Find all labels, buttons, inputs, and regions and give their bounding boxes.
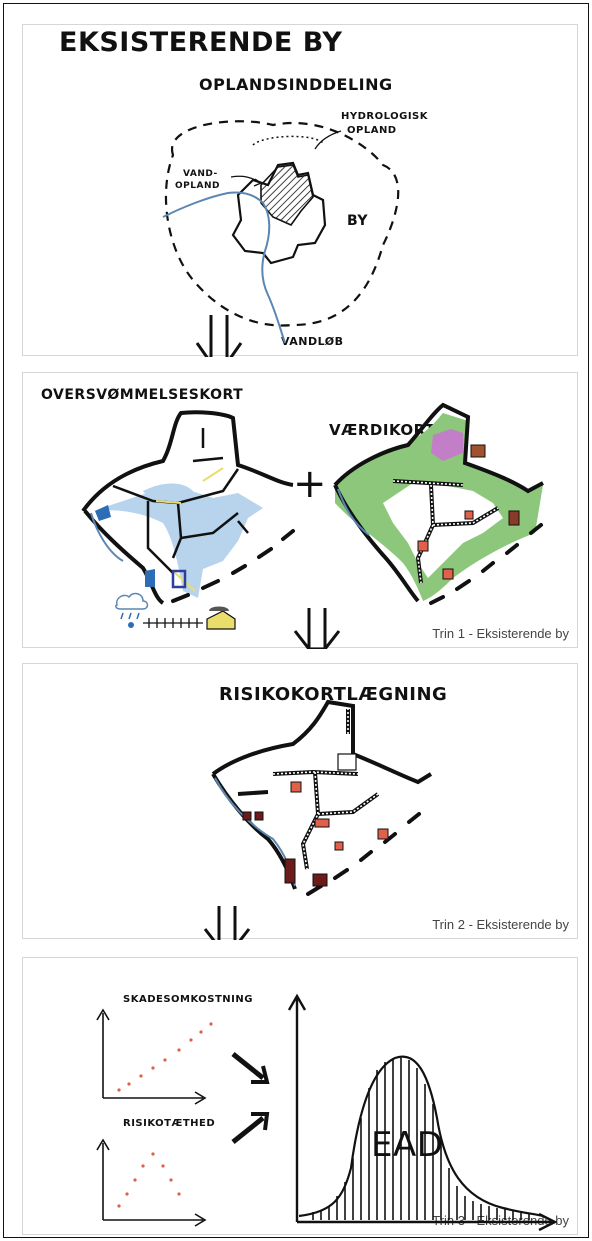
- risk-building-red-3: [377, 828, 389, 840]
- river-value: [337, 488, 370, 536]
- flood-map-coast: [83, 509, 165, 605]
- panel-risikokortlaegning: RISIKOKORTLÆGNING Trin 2 - Eksisterende …: [22, 663, 578, 940]
- main-title: EKSISTERENDE BY: [59, 27, 343, 58]
- title-risikokortlaegning: RISIKOKORTLÆGNING: [219, 684, 448, 705]
- title-vaerdikort: VÆRDIKORT: [329, 421, 436, 439]
- risk-building-red-1: [290, 781, 302, 793]
- catchment-boundary: [164, 120, 400, 327]
- damage-cost-points: [117, 1022, 213, 1092]
- ead-sketch: [96, 993, 558, 1232]
- caption-trin-2: Trin 2 - Eksisterende by: [432, 917, 569, 932]
- building-red-1: [417, 540, 429, 552]
- risk-building-outline: [337, 753, 357, 771]
- caption-trin-1: Trin 1 - Eksisterende by: [432, 626, 569, 641]
- river: [162, 191, 286, 344]
- ead-label: EAD: [367, 1126, 448, 1164]
- flood-dark-3: [171, 569, 187, 589]
- label-by: BY: [347, 213, 369, 229]
- city-map-outline-value: [333, 402, 544, 494]
- label-hydrologisk: HYDROLOGISK: [341, 111, 429, 122]
- subtitle-oplandsinddeling: OPLANDSINDDELING: [199, 75, 393, 94]
- label-vand: VAND-: [183, 169, 218, 179]
- plus-sign: +: [293, 461, 328, 507]
- panel-ead: SKADESOMKOSTNING RISIKOTÆTHED EAD Trin 3…: [22, 957, 578, 1235]
- double-arrow-down-2: [293, 608, 341, 649]
- risk-map-sketch: [203, 699, 433, 940]
- arrow-to-ead-bottom: [231, 1112, 270, 1144]
- city-map-outline-risk: [211, 699, 433, 785]
- double-arrow-down-1: [195, 315, 243, 357]
- risk-building-dark-2: [312, 873, 328, 887]
- flood-dark-2: [145, 569, 155, 587]
- label-risikotaethed: RISIKOTÆTHED: [123, 1118, 216, 1129]
- rain-cloud-icon: [115, 592, 149, 628]
- risk-density-points: [117, 1152, 181, 1208]
- value-streets-dashed: [392, 480, 499, 584]
- river-flood: [90, 512, 124, 562]
- panel-flood-and-value-maps: OVERSVØMMELSESKORT VÆRDIKORT + Trin 1 - …: [22, 372, 578, 649]
- risk-density-axes: [96, 1138, 207, 1227]
- risk-streets-dashed: [272, 709, 379, 870]
- risk-building-red-2: [314, 818, 330, 828]
- city-map-outline-flood: [81, 410, 294, 513]
- label-skadesomkostning: SKADESOMKOSTNING: [123, 994, 253, 1005]
- fence-icon: [143, 618, 203, 628]
- panel-oplandsinddeling: EKSISTERENDE BY OPLANDSINDDELING HYDROLO…: [22, 24, 578, 357]
- hydrological-boundary: [252, 135, 324, 146]
- storm-house-icon: [206, 606, 236, 630]
- water-catchment: [260, 164, 314, 226]
- flood-area-2: [143, 483, 193, 503]
- label-vand-opland: OPLAND: [175, 181, 220, 191]
- value-white-area: [383, 483, 503, 578]
- building-red-2: [442, 568, 454, 580]
- risk-building-dark-3: [242, 811, 252, 821]
- risk-building-red-4: [334, 841, 344, 851]
- flood-dark-1: [95, 505, 111, 521]
- title-oversvommelseskort: OVERSVØMMELSESKORT: [41, 387, 244, 403]
- risk-building-dark-1: [284, 858, 296, 884]
- damage-cost-axes: [96, 1008, 207, 1105]
- building-brown-2: [508, 510, 520, 526]
- risk-building-dark-4: [254, 811, 264, 821]
- ead-hatching: [312, 1058, 530, 1220]
- caption-trin-3: Trin 3 - Eksisterende by: [432, 1213, 569, 1228]
- building-red-3: [464, 510, 474, 520]
- arrow-to-ead-top: [231, 1052, 270, 1084]
- building-brown-1: [470, 444, 486, 458]
- catchment-sketch: [162, 120, 400, 357]
- label-vandlob: VANDLØB: [281, 335, 344, 348]
- flood-and-value-sketch: [81, 402, 544, 649]
- label-opland: OPLAND: [347, 125, 397, 136]
- value-purple-area: [431, 429, 463, 461]
- ead-curve: [298, 1055, 544, 1218]
- outer-frame: [3, 3, 589, 1238]
- ead-axes: [287, 993, 558, 1232]
- double-arrow-down-3: [203, 906, 251, 940]
